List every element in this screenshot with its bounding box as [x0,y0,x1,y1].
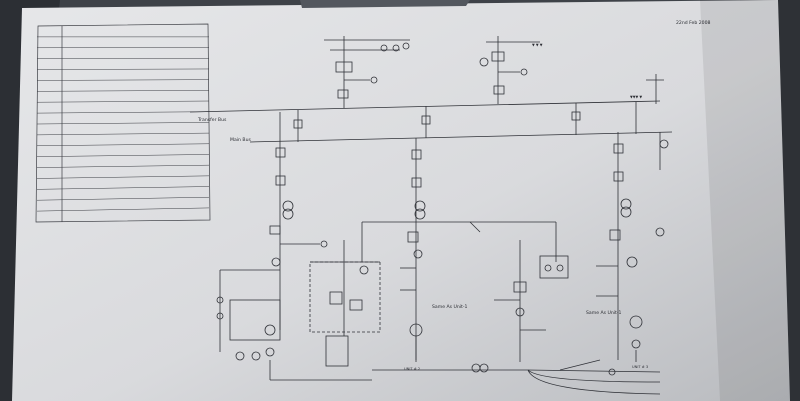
legend-row-divider [36,79,210,81]
unit-3-label: UNIT # 3 [632,365,648,369]
legend-row-divider [36,196,210,201]
diagram: ▼ ▼ ▼ ▼▼▼ ▼ [189,36,673,395]
main-bus-label: Main Bus [230,137,251,143]
paper-sheet [12,0,790,401]
unit-3-column [596,132,669,362]
transfer-bus-line [189,100,661,113]
main-bus-line [249,131,673,143]
legend-row-divider [36,143,210,147]
legend-row-divider [36,164,210,168]
transfer-bus-label: Transfer Bus [197,117,227,123]
same-as-unit-right-label: Same As Unit-1 [586,310,621,316]
legend-row-divider [36,122,210,125]
svg-text:▼ ▼ ▼: ▼ ▼ ▼ [532,43,543,47]
legend-row-divider [36,186,210,190]
legend-row-divider [36,175,210,179]
feeder-top-right: ▼▼▼ ▼ [630,74,664,104]
unit-2-column [361,138,557,362]
legend-row-divider [36,111,210,114]
feeder-top-middle: ▼ ▼ ▼ [479,36,543,104]
legend-row-divider [36,154,210,157]
legend-row-divider [36,100,210,103]
legend-row-divider [36,207,210,212]
unit-1-column [216,112,372,381]
feeder-top-left [324,36,410,108]
legend-row-divider [36,90,210,92]
same-as-unit-left-label: Same As Unit-1 [432,304,467,310]
legend-row-divider [36,132,210,136]
unit-2-label: UNIT # 2 [404,367,420,371]
svg-text:▼▼▼ ▼: ▼▼▼ ▼ [630,95,642,99]
middle-distribution [494,240,569,362]
legend-row-divider [36,68,210,70]
legend-rows [36,36,210,212]
outgoing-feeders [372,359,661,395]
auxiliary-equipment [310,240,380,367]
drawing-date: 22nd Feb 2008 [676,20,710,26]
